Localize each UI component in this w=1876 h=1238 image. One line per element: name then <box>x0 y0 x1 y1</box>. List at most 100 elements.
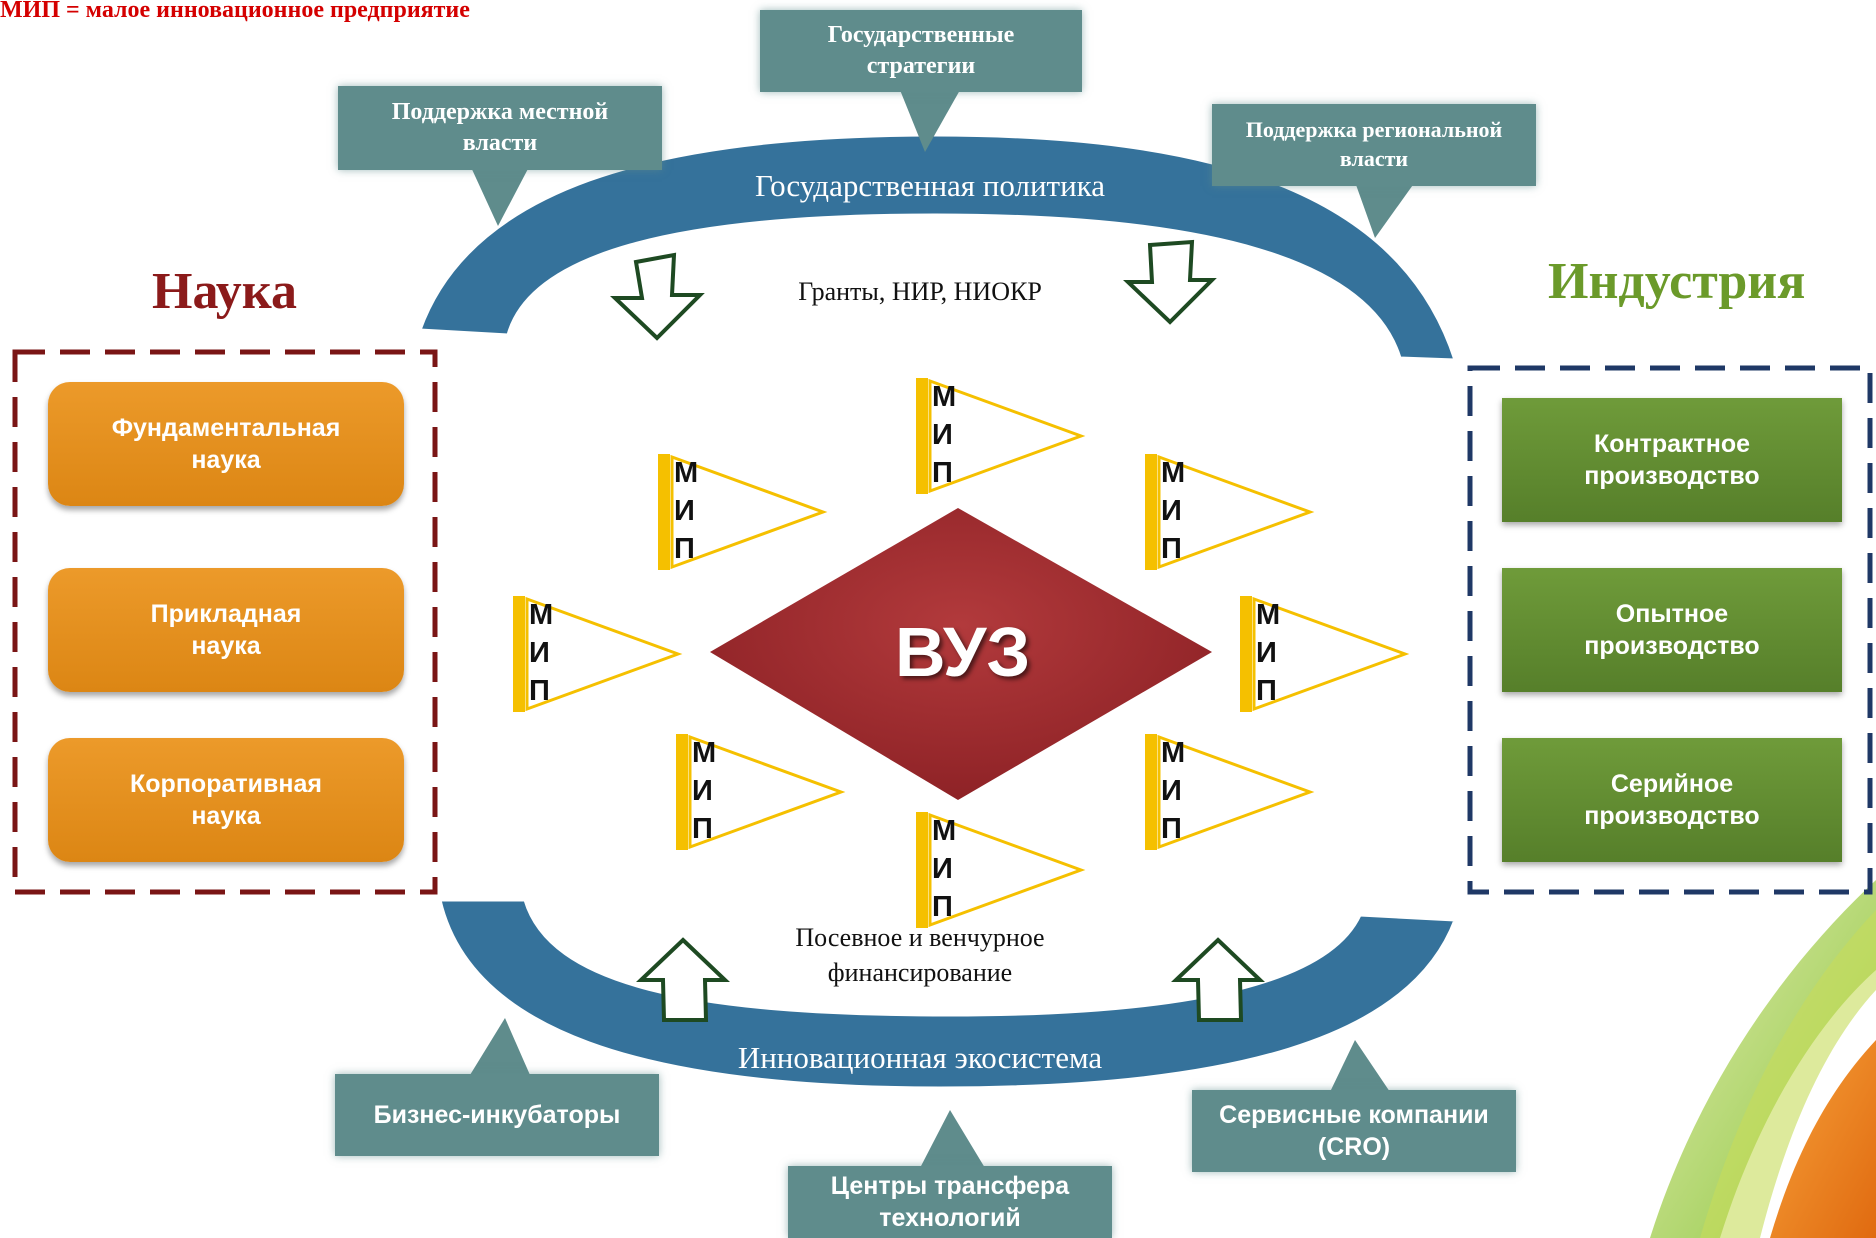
pointer-incubators <box>470 1018 530 1075</box>
mip-letter: И <box>1256 637 1277 669</box>
mip-flag-shape <box>658 454 828 570</box>
mip-letter: П <box>932 457 953 489</box>
mip-letter: П <box>1161 533 1182 565</box>
mip-flag-pennant <box>1157 734 1315 850</box>
mip-letter: П <box>692 813 713 845</box>
callout-local-support: Поддержка местной власти <box>338 86 662 170</box>
mip-letter: П <box>1161 813 1182 845</box>
vuz-label: ВУЗ <box>895 613 1031 691</box>
industry-item-contract-text: Контрактное производство <box>1584 429 1760 491</box>
callout-regional-support: Поддержка региональной власти <box>1212 104 1536 186</box>
funding-label: Посевное и венчурное финансирование <box>795 923 1045 988</box>
mip-letter: П <box>529 675 550 707</box>
pointer-service <box>1330 1040 1390 1092</box>
mip-letter: П <box>674 533 695 565</box>
state-policy-label: Государственная политика <box>754 168 1106 203</box>
mip-flag-shape <box>916 812 1086 928</box>
science-frame <box>12 349 438 895</box>
callout-incubators: Бизнес-инкубаторы <box>335 1074 659 1156</box>
science-item-corporate: Корпоративная наука <box>48 738 404 862</box>
science-item-applied: Прикладная наука <box>48 568 404 692</box>
industry-item-pilot: Опытное производство <box>1502 568 1842 692</box>
mip-flag-pole <box>513 596 525 712</box>
pointer-state-strategies <box>900 90 960 152</box>
mip-letter: М <box>529 599 554 631</box>
mip-letter: И <box>529 637 550 669</box>
callout-service-companies: Сервисные компании (CRO) <box>1192 1090 1516 1172</box>
mip-flag-pennant <box>1157 454 1315 570</box>
mip-letter: И <box>692 775 713 807</box>
callout-local-support-text: Поддержка местной власти <box>391 98 609 156</box>
mip-flag-pole <box>916 812 928 928</box>
mip-flag-pole <box>1145 734 1157 850</box>
mip-letter: И <box>932 853 953 885</box>
pointer-local-support <box>470 165 530 226</box>
up-arrow-left <box>636 937 730 1022</box>
top-arc <box>417 133 1458 362</box>
mip-letter: М <box>1161 457 1186 489</box>
mip-letter: П <box>932 891 953 923</box>
mip-letter: М <box>932 815 957 847</box>
industry-item-pilot-text: Опытное производство <box>1584 599 1760 661</box>
callout-state-strategies-text: Государственные стратегии <box>827 21 1015 79</box>
decor-swoosh-lime <box>1700 910 1876 1238</box>
mip-flag-shape <box>916 378 1086 494</box>
mip-flag-pennant <box>670 454 828 570</box>
mip-letter: М <box>932 381 957 413</box>
mip-flag-shape <box>1145 734 1315 850</box>
decor-swoosh-green <box>1650 880 1876 1238</box>
bottom-arc <box>438 898 1458 1090</box>
science-item-applied-text: Прикладная наука <box>150 599 302 661</box>
mip-flag-shape <box>1145 454 1315 570</box>
innovation-ecosystem-label: Инновационная экосистема <box>737 1040 1103 1075</box>
callout-service-companies-text: Сервисные компании (CRO) <box>1219 1100 1489 1162</box>
pointer-regional-support <box>1355 182 1415 238</box>
mip-letter: М <box>674 457 699 489</box>
mip-letter: И <box>932 419 953 451</box>
mip-flag-pennant <box>928 378 1086 494</box>
mip-flag-shape <box>1240 596 1410 712</box>
science-item-corporate-text: Корпоративная наука <box>130 769 322 831</box>
mip-letter: М <box>1256 599 1281 631</box>
mip-flag-pole <box>658 454 670 570</box>
mip-flag-pennant <box>525 596 683 712</box>
mip-letter: П <box>1256 675 1277 707</box>
industry-item-serial: Серийное производство <box>1502 738 1842 862</box>
industry-frame <box>1467 365 1873 895</box>
callout-transfer-centers-text: Центры трансфера технологий <box>830 1171 1070 1233</box>
industry-item-serial-text: Серийное производство <box>1584 769 1760 831</box>
mip-flag-pole <box>676 734 688 850</box>
mip-flag-pennant <box>688 734 846 850</box>
mip-letter: И <box>1161 495 1182 527</box>
mip-letter: М <box>1161 737 1186 769</box>
industry-item-contract: Контрактное производство <box>1502 398 1842 522</box>
mip-flag-pole <box>1240 596 1252 712</box>
science-title: Наука <box>152 263 297 320</box>
down-arrow-right <box>1123 239 1217 325</box>
decor-swoosh-orange <box>1770 1040 1876 1238</box>
mip-flag-shape <box>513 596 683 712</box>
vuz-diamond <box>710 508 1212 800</box>
mip-flag-shape <box>676 734 846 850</box>
up-arrow-right <box>1171 937 1265 1022</box>
callout-incubators-text: Бизнес-инкубаторы <box>373 1100 621 1129</box>
mip-flag-pennant <box>1252 596 1410 712</box>
mip-flag-pole <box>916 378 928 494</box>
